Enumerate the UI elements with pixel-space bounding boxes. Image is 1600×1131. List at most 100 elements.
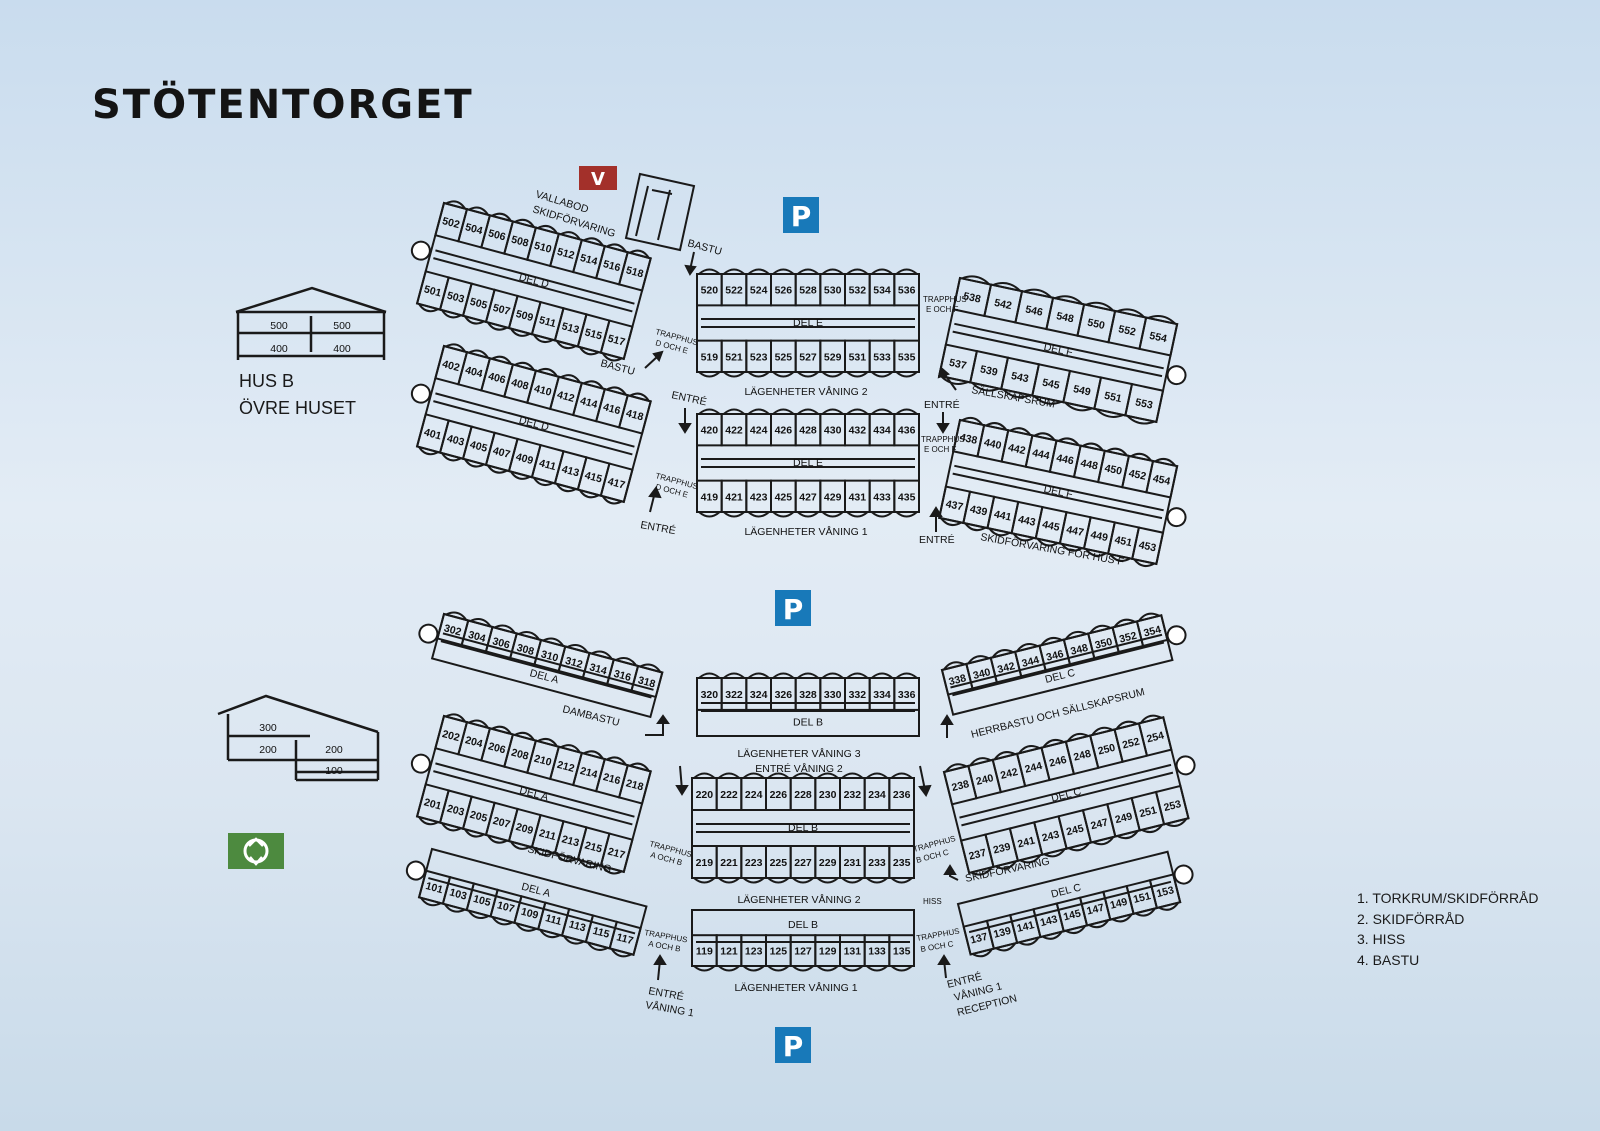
unit-number: 230: [819, 789, 837, 801]
unit-number: 421: [725, 491, 743, 503]
apartment-unit: 324: [745, 672, 772, 711]
apartment-unit: 532: [844, 268, 871, 307]
apartment-unit: 506: [480, 212, 515, 255]
unit-number: 407: [491, 445, 511, 461]
floor-number: 300: [259, 722, 277, 734]
unit-number: 536: [898, 285, 916, 297]
section-label: DEL A: [518, 784, 549, 803]
stair-tower-icon: [1173, 864, 1194, 885]
unit-number: 350: [1094, 636, 1114, 652]
apartment-unit: 436: [893, 408, 920, 447]
unit-number: 204: [464, 734, 484, 750]
apartment-unit: 235: [888, 845, 915, 884]
unit-number: 338: [948, 672, 968, 688]
unit-number: 543: [1010, 370, 1030, 385]
unit-number: 235: [893, 857, 911, 869]
parking-icon: P: [783, 197, 819, 233]
unit-number: 446: [1055, 452, 1075, 467]
unit-number: 437: [945, 498, 965, 513]
unit-number: 125: [770, 946, 788, 958]
unit-number: 229: [819, 857, 837, 869]
apartment-unit: 352: [1111, 618, 1145, 654]
unit-number: 405: [469, 439, 489, 455]
apartment-unit: 105: [465, 882, 499, 919]
unit-number: 241: [1016, 835, 1036, 851]
unit-number: 528: [799, 285, 817, 297]
unit-number: 546: [1024, 303, 1044, 318]
herrbastu-label: HERRBASTU OCH SÄLLSKAPSRUM: [970, 686, 1146, 741]
unit-number: 505: [469, 296, 489, 312]
apartment-unit: 524: [745, 268, 772, 307]
apartment-unit: 318: [630, 663, 664, 699]
entrance-arrows: [644, 251, 959, 981]
unit-number: 121: [720, 946, 738, 958]
apartment-unit: 217: [599, 832, 634, 875]
apartment-unit: 419: [696, 479, 723, 518]
hiss-label: HISS: [923, 897, 942, 906]
unit-number: 248: [1072, 748, 1092, 764]
unit-number: 210: [533, 753, 553, 769]
legend-item: 3. HISS: [1357, 931, 1406, 947]
apartment-unit: 209: [507, 807, 542, 850]
legend-item: 1. TORKRUM/SKIDFÖRRÅD: [1357, 890, 1539, 906]
apartment-unit: 549: [1062, 369, 1103, 412]
unit-number: 413: [560, 463, 580, 479]
apartment-unit: 231: [839, 845, 866, 884]
legend: 1. TORKRUM/SKIDFÖRRÅD 2. SKIDFÖRRÅD 3. H…: [1357, 888, 1539, 970]
legend-item: 4. BASTU: [1357, 951, 1420, 968]
apartment-unit: 221: [715, 845, 743, 884]
entre-label: ENTRÉ: [647, 984, 684, 1003]
unit-number: 320: [701, 689, 719, 701]
entre-label: ENTRÉ: [919, 533, 955, 546]
unit-number: 249: [1114, 810, 1134, 826]
unit-number: 549: [1072, 383, 1092, 398]
apartment-unit: 328: [794, 672, 822, 711]
unit-number: 553: [1134, 396, 1154, 411]
apartment-unit: 420: [696, 408, 723, 447]
floor-number: 400: [333, 343, 351, 355]
unit-number: 518: [625, 264, 645, 280]
unit-number: 109: [520, 906, 540, 922]
unit-number: 216: [602, 771, 622, 787]
unit-number: 224: [745, 789, 763, 801]
apartment-unit: 222: [715, 772, 743, 811]
apartment-unit: 204: [457, 719, 492, 762]
apartment-unit: 117: [608, 920, 642, 958]
apartment-unit: 448: [1072, 442, 1106, 484]
unit-number: 340: [972, 666, 992, 682]
apartment-unit: 223: [740, 845, 767, 884]
unit-number: 445: [1041, 519, 1061, 534]
stair-tower-icon: [1166, 365, 1187, 386]
unit-number: 404: [464, 364, 484, 380]
unit-number: 420: [701, 425, 719, 437]
apartment-unit: 414: [571, 380, 606, 423]
unit-number: 519: [701, 351, 719, 363]
apartment-unit: 431: [844, 479, 871, 518]
trapphus-sub: E OCH F: [924, 445, 957, 454]
section-label: DEL E: [793, 317, 823, 329]
apartment-unit: 426: [770, 408, 797, 447]
apartment-unit: 452: [1121, 452, 1155, 494]
apartment-unit: 346: [1038, 636, 1072, 672]
entre-label: ENTRÉ: [639, 518, 676, 537]
unit-number: 226: [770, 789, 788, 801]
apartment-unit: 251: [1130, 790, 1166, 834]
svg-text:P: P: [783, 1030, 804, 1063]
unit-number: 436: [898, 425, 916, 437]
unit-number: 508: [510, 234, 530, 250]
unit-number: 441: [993, 508, 1013, 523]
apartment-unit: 425: [770, 479, 797, 518]
apartment-unit: 230: [814, 772, 842, 811]
unit-number: 221: [720, 857, 738, 869]
apartment-unit: 434: [868, 408, 896, 447]
unit-number: 429: [824, 491, 842, 503]
apartment-unit: 101: [417, 869, 452, 907]
unit-number: 314: [588, 661, 608, 677]
